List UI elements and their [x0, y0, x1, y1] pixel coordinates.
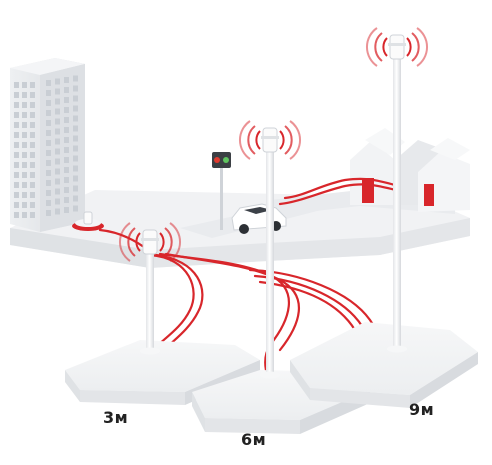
height-label-3m: 3м — [103, 408, 129, 427]
signal-wave — [247, 125, 256, 155]
signal-wave — [411, 32, 420, 62]
mast-foot — [387, 345, 407, 353]
cable-line — [283, 177, 397, 200]
signal-waves-icon — [118, 27, 429, 262]
height-label-6m: 6м — [241, 430, 267, 449]
signal-wave — [255, 130, 261, 150]
signal-wave — [118, 222, 131, 262]
houses-icon — [350, 128, 470, 212]
building-icon — [10, 58, 85, 232]
signal-wave — [164, 227, 173, 257]
building-antenna — [83, 211, 93, 225]
mast-pole — [266, 148, 274, 378]
antenna-bracket — [141, 238, 159, 241]
antenna-head — [262, 127, 278, 153]
signal-wave — [127, 227, 136, 257]
antenna-head — [142, 229, 158, 255]
signal-wave — [406, 37, 412, 57]
cable-line — [164, 252, 300, 352]
signal-wave — [416, 27, 429, 67]
signal-wave — [159, 232, 165, 252]
mast-pole — [393, 55, 401, 352]
mast-3m — [140, 229, 160, 355]
cable-line — [278, 183, 398, 206]
mast-foot — [260, 371, 280, 379]
signal-wave — [374, 32, 383, 62]
signal-wave — [135, 232, 141, 252]
signal-wave — [238, 120, 251, 160]
antenna-bracket — [388, 43, 406, 46]
signal-wave — [279, 130, 285, 150]
platform-9m — [290, 322, 478, 408]
antenna-bracket — [261, 136, 279, 139]
signal-wave — [365, 27, 378, 67]
antenna-head — [389, 34, 405, 60]
mast-9m — [387, 34, 407, 353]
signal-wave — [284, 125, 293, 155]
signal-wave — [169, 222, 182, 262]
traffic-light-icon — [212, 152, 231, 230]
signal-wave — [382, 37, 388, 57]
signal-wave — [289, 120, 302, 160]
antenna-head — [83, 211, 93, 225]
height-label-9m: 9м — [409, 400, 435, 419]
mast-pole — [146, 250, 154, 354]
mast-foot — [140, 347, 160, 355]
masts — [83, 34, 407, 379]
mast-6m — [260, 127, 280, 379]
cable-line — [258, 280, 357, 332]
